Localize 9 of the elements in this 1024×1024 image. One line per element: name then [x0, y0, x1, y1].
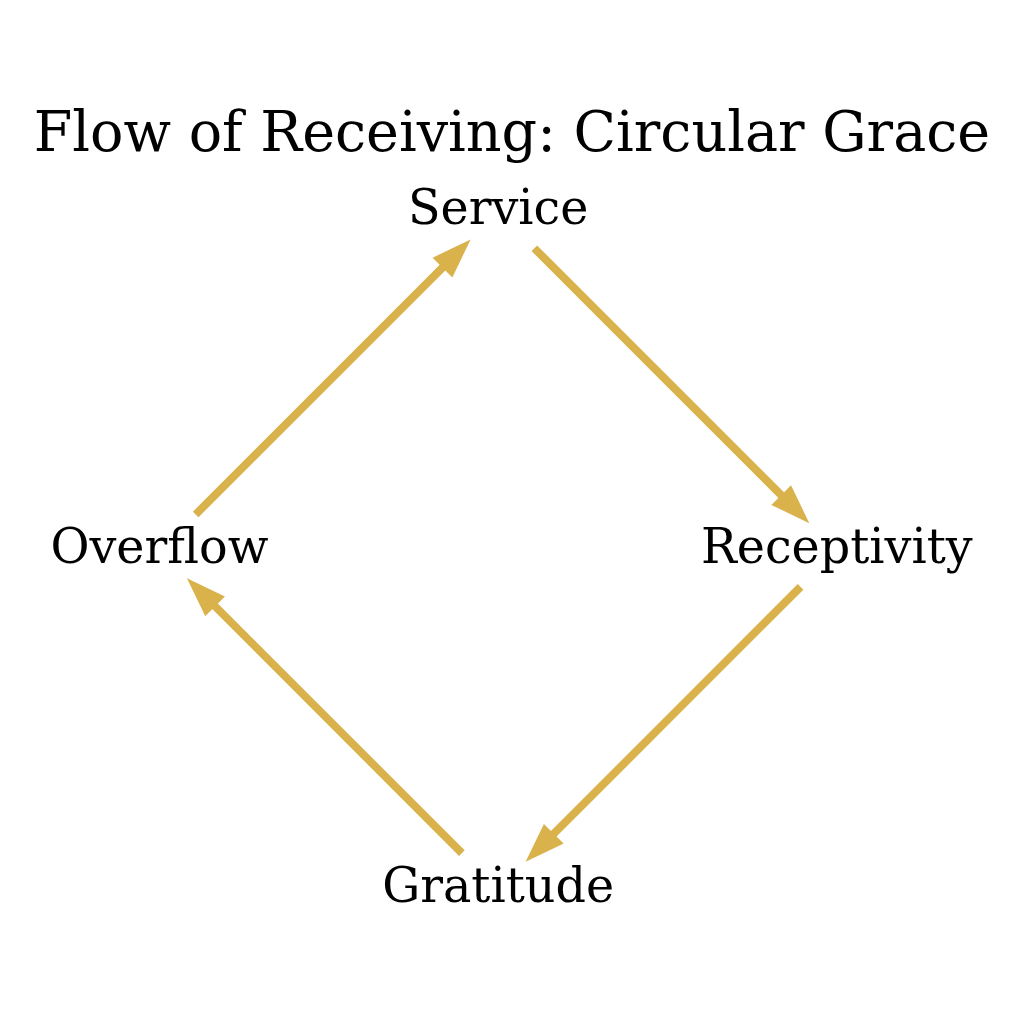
- node-text: Receptivity: [700, 518, 973, 574]
- arrow: [192, 239, 471, 518]
- arrow: [186, 578, 465, 856]
- diagram-title: Flow of Receiving: Circular Grace: [33, 99, 991, 165]
- node-text: Overflow: [50, 518, 269, 574]
- arrow: [525, 584, 804, 862]
- arrow: [531, 245, 810, 524]
- node-text: Gratitude: [382, 857, 615, 913]
- node-text: Service: [407, 180, 589, 236]
